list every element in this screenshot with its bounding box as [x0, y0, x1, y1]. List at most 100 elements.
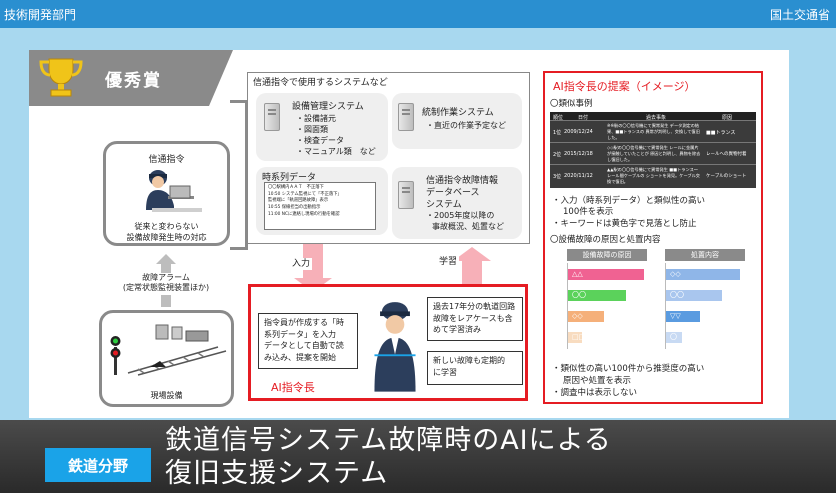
action-bar: 〇〇 — [666, 332, 682, 352]
row-cause: レールへの異物付着 — [706, 152, 747, 157]
trophy-icon — [39, 58, 83, 97]
row-event: ◇◇駅の〇〇信号機にて異常発生 レールに金属片が接触していたことが 原因と判明し… — [607, 145, 701, 162]
action-bar-area: ◇◇ 〇〇 ▽▽ 〇〇 — [665, 263, 745, 352]
timeseries-panel: 時系列データ 〇〇駅構内ＡＡＴ 不正落下 10:50 システム監視にて「不正落下… — [256, 167, 388, 235]
cause-bar-label: 〇〇 — [572, 291, 586, 299]
ai-input-line-3: データとして自動で読 — [264, 341, 344, 351]
row-rank: 2位 — [553, 152, 562, 158]
table-header-row: 順位 日付 過去事象 原因 — [550, 112, 756, 121]
ai-commander-box: 指令員が作成する「時 系列データ」を入力 データとして自動で読 み込み、提案を開… — [248, 284, 528, 401]
cause-bar-label: □□ — [572, 333, 586, 341]
server-icon — [398, 181, 414, 209]
server-icon — [264, 103, 280, 131]
learn-arrow-head — [453, 247, 491, 261]
table-row: 1位 2009/12/24 ※※駅の〇〇信号機にて異常発生 データ測定の結果、■… — [550, 122, 756, 143]
input-label: 入力 — [290, 258, 313, 271]
equipment-item-2: ・図面類 — [296, 125, 328, 134]
server-icon — [398, 103, 414, 131]
action-bar-label: 〇〇 — [670, 333, 677, 352]
timeseries-line-3: 監視端に「軌道回路故障」表示 — [268, 198, 329, 204]
table-header-event: 過去事象 — [646, 115, 667, 121]
ai-proposal-panel: AI指令長の提案（イメージ） 〇類似事例 順位 日付 過去事象 原因 1位 20… — [543, 71, 763, 404]
award-ribbon: 優秀賞 — [29, 50, 233, 106]
title-banner: 鉄道分野 鉄道信号システム故障時のAIによる 復旧支援システム — [0, 420, 836, 493]
equipment-item-3: ・検査データ — [296, 136, 344, 145]
row-event: ▲▲駅の〇〇信号機にて異常発生 ■■トランス～レール間ケーブルの ショートを発見… — [607, 167, 700, 184]
ai-input-line-4: み込み、提案を開始 — [264, 352, 336, 362]
fault-database-system: 信通指令故障情報 データベース システム ・2005年度以降の 事故概況、処置な… — [392, 167, 522, 239]
dispatcher-caption-2: 設備故障発生時の対応 — [126, 233, 207, 242]
cause-bar-label: △△ — [572, 270, 583, 278]
row-event: ※※駅の〇〇信号機にて異常発生 データ測定の結果、■■トランスの 異常が判明し、… — [607, 123, 700, 140]
ai-periodic-line-2: に学習 — [433, 367, 457, 377]
dispatcher-box: 信通指令 従来と変わらない 設備故障発生時の対応 — [103, 141, 230, 246]
cause-bar-label: ◇◇ — [572, 312, 583, 320]
cause-bar: ◇◇ — [568, 311, 604, 322]
action-bar: ▽▽ — [666, 311, 700, 322]
timeseries-line-5: 11:00 NCに連絡し現場の行動を確認 — [268, 211, 340, 217]
proposal-note-3b: 原因や処置を表示 — [563, 376, 632, 386]
timeseries-line-1: 〇〇駅構内ＡＡＴ 不正落下 — [268, 185, 324, 190]
alarm-arrow-stem — [161, 295, 171, 307]
alarm-label-2: (定常状態監視装置ほか) — [122, 283, 210, 292]
proposal-note-1a: ・入力（時系列データ）と類似性の高い — [552, 196, 706, 206]
alarm-arrow-up — [156, 254, 176, 264]
field-equipment-title: 現場設備 — [150, 391, 183, 400]
cause-bar-area: △△ 〇〇 ◇◇ □□ — [567, 263, 647, 349]
table-header-date: 日付 — [578, 115, 589, 121]
proposal-note-4: ・調査中は表示しない — [552, 388, 638, 398]
row-date: 2020/11/12 — [564, 173, 593, 179]
equipment-item-1: ・設備諸元 — [296, 114, 336, 123]
field-badge: 鉄道分野 — [45, 448, 151, 482]
alarm-label-1: 故障アラーム — [142, 273, 190, 282]
dispatcher-caption-1: 従来と変わらない — [134, 222, 199, 231]
equipment-system-title: 設備管理システム — [292, 102, 364, 112]
ai-trained-line-1: 過去17年分の軌道回路 — [433, 302, 516, 311]
timeseries-sheet: 〇〇駅構内ＡＡＴ 不正落下 10:50 システム監視にて「不正落下」 監視端に「… — [264, 182, 376, 230]
stats-system-title: 統制作業システム — [422, 108, 494, 118]
learn-label: 学習 — [437, 256, 460, 269]
proposal-note-2: ・キーワードは黄色字で見落とし防止 — [552, 219, 697, 229]
alarm-arrow-shaft — [161, 263, 171, 273]
connector-line — [230, 100, 248, 250]
systems-header: 信通指令で使用するシステムなど — [253, 78, 388, 88]
row-rank: 3位 — [553, 174, 562, 180]
row-cause: ケーブルのショート — [706, 174, 747, 179]
fault-db-title-3: システム — [426, 200, 462, 210]
main-title-line-2: 復旧支援システム — [165, 458, 389, 489]
action-bar-label: ◇◇ — [670, 270, 681, 278]
operator-icon — [146, 170, 202, 212]
ai-periodic-line-1: 新しい故障も定期的 — [433, 356, 505, 365]
table-header-rank: 順位 — [553, 115, 564, 121]
header-bar: 技術開発部門 国土交通省 — [0, 0, 836, 28]
department-label: 技術開発部門 — [4, 8, 77, 22]
cause-bar: △△ — [568, 269, 644, 280]
fault-db-title-2: データベース — [426, 188, 480, 198]
row-rank: 1位 — [553, 130, 562, 136]
stats-item: ・直近の作業予定など — [426, 121, 506, 130]
action-bar-label: ▽▽ — [670, 312, 681, 320]
cause-bar: 〇〇 — [568, 290, 626, 301]
ai-trained-line-3: めて学習済み — [433, 325, 481, 335]
similar-cases-table: 順位 日付 過去事象 原因 1位 2009/12/24 ※※駅の〇〇信号機にて異… — [550, 112, 756, 188]
equipment-item-4: ・マニュアル類 など — [296, 147, 376, 156]
equipment-system: 設備管理システム ・設備諸元 ・図面類 ・検査データ ・マニュアル類 など — [256, 93, 388, 161]
cause-action-title: 〇設備故障の原因と処置内容 — [550, 235, 661, 245]
award-label: 優秀賞 — [105, 71, 162, 91]
proposal-note-3a: ・類似性の高い100件から推奨度の高い — [552, 364, 705, 374]
table-header-cause: 原因 — [722, 115, 733, 121]
timeseries-title: 時系列データ — [262, 173, 317, 183]
railway-equipment-icon — [110, 324, 227, 376]
ai-input-line-1: 指令員が作成する「時 — [264, 318, 344, 327]
similar-cases-title: 〇類似事例 — [550, 99, 593, 109]
ministry-label: 国土交通省 — [769, 8, 830, 22]
ai-commander-icon — [374, 302, 416, 392]
row-date: 2015/12/18 — [564, 151, 593, 157]
field-equipment-box: 現場設備 — [99, 310, 234, 407]
main-title-line-1: 鉄道信号システム故障時のAIによる — [165, 425, 612, 456]
systems-box: 信通指令で使用するシステムなど 設備管理システム ・設備諸元 ・図面類 ・検査デ… — [247, 72, 530, 244]
fault-db-item-2: 事故概況、処置など — [432, 222, 504, 231]
stats-system: 統制作業システム ・直近の作業予定など — [392, 93, 522, 149]
action-bar: 〇〇 — [666, 290, 722, 301]
cause-bar: □□ — [568, 332, 586, 343]
